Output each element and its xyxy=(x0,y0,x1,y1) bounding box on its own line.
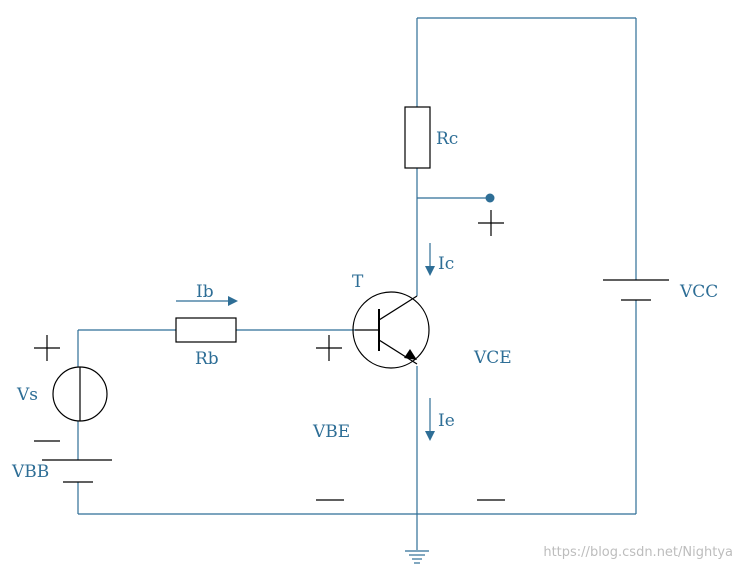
label-rc: Rc xyxy=(436,129,458,149)
label-ic: Ic xyxy=(438,254,454,274)
label-vbe: VBE xyxy=(312,422,350,442)
output-terminal-dot xyxy=(485,193,495,203)
label-ib: Ib xyxy=(196,282,214,302)
transistor-t xyxy=(352,291,430,369)
resistor-rc xyxy=(404,106,431,169)
transistor-collector-lead xyxy=(378,295,418,321)
resistor-rb xyxy=(175,317,237,343)
label-ie: Ie xyxy=(438,411,455,431)
current-arrow-ib-head xyxy=(228,296,238,306)
label-transistor-t: T xyxy=(352,272,364,292)
transistor-emitter-lead xyxy=(378,339,418,365)
transistor-emitter-arrow xyxy=(404,349,417,360)
label-vce: VCE xyxy=(473,348,512,368)
watermark: https://blog.csdn.net/Nightya xyxy=(543,545,733,560)
label-vcc: VCC xyxy=(679,282,718,302)
current-arrow-ic-head xyxy=(425,266,435,276)
current-arrow-ie-head xyxy=(425,431,435,441)
label-vs: Vs xyxy=(16,385,38,405)
label-vbb: VBB xyxy=(11,462,49,482)
label-rb: Rb xyxy=(195,349,219,369)
